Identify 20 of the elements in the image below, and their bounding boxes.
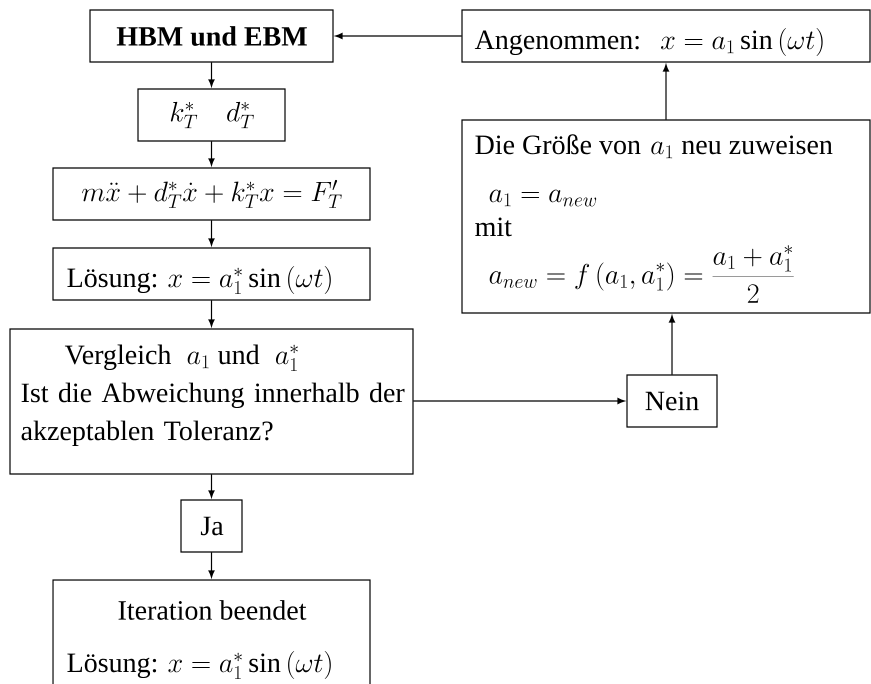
arrow — [208, 142, 215, 166]
process-box: $k_T^* \quad d_T^*$ — [137, 88, 286, 142]
process-box: $m\ddot{x} + d_T^*\dot{x} + k_T^* x = F_T'$ — [52, 167, 371, 221]
decision-box: Vergleich $a_1$ und $a_1^*$ Ist die Abweichung innerhalb der akzeptablen Toleranz? — [9, 328, 414, 475]
arrow — [208, 474, 215, 498]
arrow — [208, 220, 215, 246]
process-box: Angenommen: $x = a_1 \sin\left(\omega t\right)$ — [461, 9, 871, 63]
arrow — [414, 398, 625, 404]
answer-box: Ja — [180, 499, 243, 553]
arrow — [668, 315, 676, 374]
arrow — [662, 64, 670, 120]
arrow — [208, 300, 215, 327]
process-box: Die Größe von $a_1$ neu zuweisen $a_1 = a_{new}$ mit $a_{new} = f\left(a_1, a_1^*\right) = \frac{a_1 + a_1^*}{2}$ — [461, 119, 871, 314]
arrow — [208, 552, 215, 578]
process-box: Lösung: $x = a_1^* \sin\left(\omega t\right)$ — [52, 247, 371, 301]
process-box: HBM und EBM — [89, 9, 334, 63]
answer-box: Nein — [626, 374, 718, 428]
process-box: Iteration beendet Lösung: $x = a_1^* \sin\left(\omega t\right)$ — [52, 579, 371, 684]
arrow — [335, 32, 462, 40]
arrow — [208, 62, 215, 87]
